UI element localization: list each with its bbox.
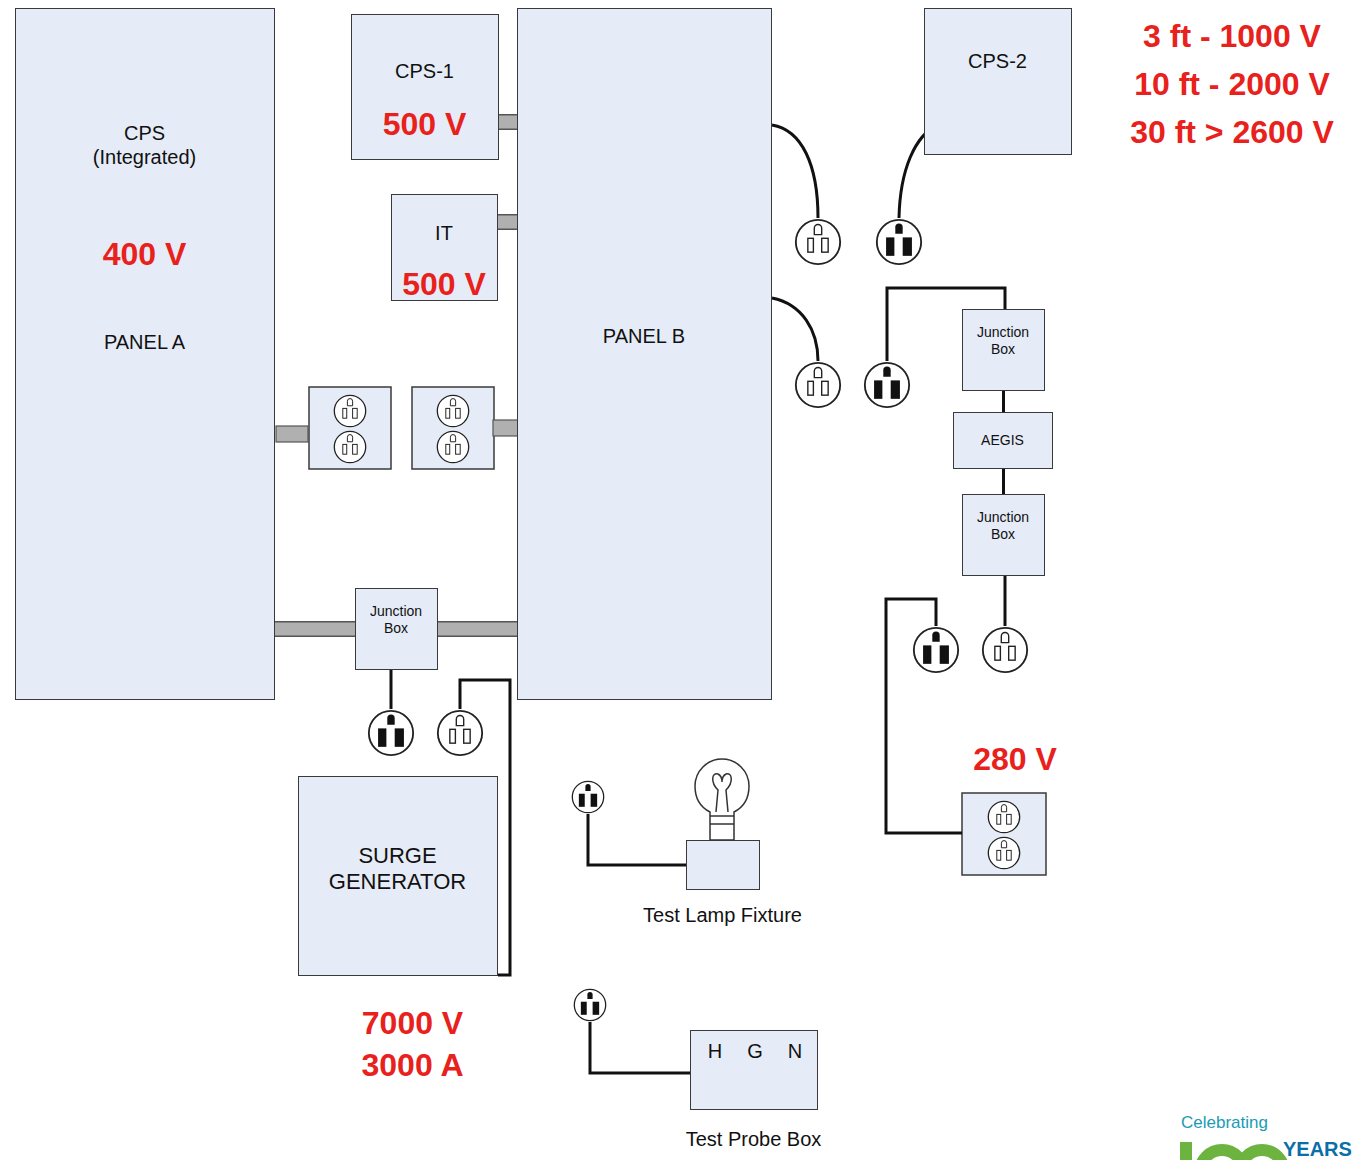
panel-box: CPS (Integrated) 400 V PANEL A (15, 8, 275, 700)
terminal-name: H (703, 1039, 727, 1063)
conduit-stub (276, 426, 308, 442)
generator-box: SURGE GENERATOR (298, 776, 498, 976)
voltage-rating: 400 V (17, 235, 273, 273)
junction-box: Junction Box (962, 309, 1045, 391)
panel-box: PANEL B (517, 8, 772, 700)
cable (1003, 469, 1004, 494)
protector-box: CPS-1 500 V (351, 14, 499, 160)
conduit (275, 629, 355, 630)
box-title: IT (393, 221, 496, 245)
cable (1003, 391, 1004, 412)
cable-line (1002, 469, 1005, 494)
conduit-body (438, 623, 517, 636)
fixture-box: Test Lamp Fixture (686, 840, 760, 890)
junction-box: Junction Box (962, 494, 1045, 576)
logo-text: Celebrating (1181, 1113, 1268, 1133)
plug (572, 781, 603, 812)
receptacle (796, 363, 840, 407)
receptacle (438, 711, 482, 755)
box-title: SURGE GENERATOR (313, 843, 483, 896)
logo-text: YEARS (1283, 1138, 1352, 1160)
surge-current: 3000 A (330, 1047, 495, 1084)
conduit-body (275, 623, 355, 636)
conduit-outline (498, 214, 517, 230)
panel-name: PANEL A (17, 330, 273, 354)
plug (865, 363, 909, 407)
probe-box: HGNTest Probe Box (690, 1030, 818, 1110)
terminal-name: G (743, 1039, 767, 1063)
conduit (499, 122, 517, 123)
duplex-receptacle (962, 793, 1046, 875)
duplex-receptacle (309, 387, 391, 469)
conduit-body (499, 116, 517, 129)
conduit-outline (275, 621, 355, 637)
cable-line (1002, 391, 1005, 412)
protector-box: CPS-2 (924, 8, 1072, 155)
conduit-body (498, 216, 517, 229)
box-title: Junction Box (967, 324, 1039, 358)
distance-voltage-note: 10 ft - 2000 V (1102, 66, 1362, 103)
box-title: CPS (Integrated) (75, 121, 215, 169)
receptacle (983, 628, 1027, 672)
duplex-receptacle (412, 387, 494, 469)
receptacle (796, 220, 840, 264)
terminal-name: N (783, 1039, 807, 1063)
voltage-rating: 500 V (353, 105, 497, 143)
conduit (438, 629, 517, 630)
voltage-rating: 280 V (955, 741, 1075, 778)
panel-name: PANEL B (519, 324, 770, 348)
box-title: AEGIS (955, 432, 1051, 449)
box-title: Junction Box (967, 509, 1039, 543)
fixture-caption: Test Lamp Fixture (613, 903, 833, 927)
plug (574, 989, 605, 1020)
plug (369, 711, 413, 755)
surge-voltage: 7000 V (330, 1005, 495, 1042)
plug (877, 220, 921, 264)
lamp-bulb (695, 759, 749, 840)
conduit-outline (499, 114, 517, 130)
equipment-box: IT 500 V (391, 194, 498, 301)
logo-mark (1186, 1142, 1284, 1160)
box-title: CPS-1 (353, 59, 497, 83)
plug (914, 628, 958, 672)
distance-voltage-note: 3 ft - 1000 V (1102, 18, 1362, 55)
voltage-rating: 500 V (393, 265, 496, 303)
box-title: Junction Box (360, 603, 432, 637)
junction-box: Junction Box (355, 588, 438, 670)
conduit (498, 222, 517, 223)
box-title: CPS-2 (926, 49, 1070, 73)
protector-box: AEGIS (953, 412, 1053, 469)
conduit-outline (438, 621, 517, 637)
box-caption: Test Probe Box (644, 1127, 864, 1151)
distance-voltage-note: 30 ft > 2600 V (1102, 114, 1362, 151)
